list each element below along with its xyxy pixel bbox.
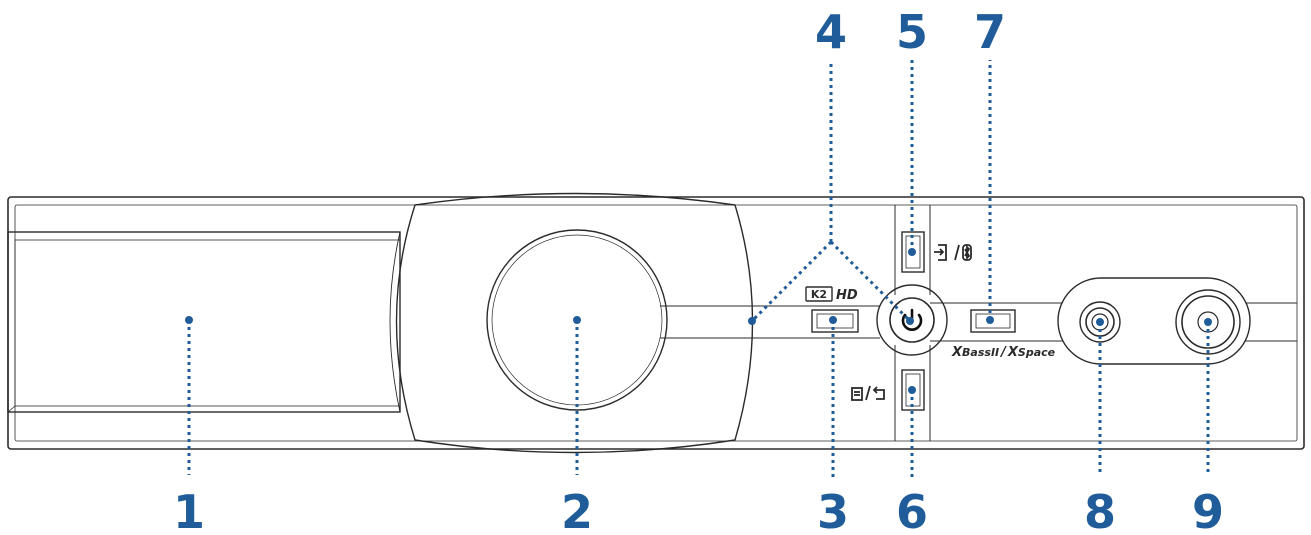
callout-1: 1	[173, 485, 205, 535]
xbass-slash: /	[999, 345, 1007, 360]
dot-5	[908, 248, 916, 256]
xspace-text: Space	[1018, 346, 1056, 359]
xspace-x: X	[1007, 345, 1019, 360]
display-window	[7, 231, 401, 413]
dot-4-left	[748, 317, 756, 325]
menu-back-icon	[851, 385, 885, 401]
xbass-text: Bass	[962, 346, 991, 359]
callout-8: 8	[1084, 485, 1116, 535]
dot-6	[908, 386, 916, 394]
svg-text:XBassII/XSpace: XBassII/XSpace	[951, 345, 1056, 360]
leader-4-left	[750, 240, 833, 323]
callout-2: 2	[561, 485, 593, 535]
input-bluetooth-icon	[934, 244, 972, 261]
jack-housing	[1057, 277, 1251, 365]
callout-numbers: 4 5 7 1 2 3 6 8 9	[173, 5, 1224, 535]
control-cross	[876, 205, 948, 441]
hd-text: HD	[836, 288, 858, 303]
knob-housing	[389, 192, 754, 454]
callout-6: 6	[896, 485, 928, 535]
xbass-suffix: II	[991, 346, 999, 359]
dot-7	[986, 316, 994, 324]
leader-4-right	[829, 240, 912, 323]
callout-3: 3	[817, 485, 849, 535]
dot-3	[829, 316, 837, 324]
dot-9	[1204, 318, 1212, 326]
callout-4: 4	[815, 5, 847, 59]
xbass-xspace-label: XBassII/XSpace	[951, 345, 1056, 360]
callout-5: 5	[896, 5, 928, 59]
callout-9: 9	[1192, 485, 1224, 535]
leader-dots	[185, 248, 1212, 394]
dot-4-right	[906, 317, 914, 325]
dot-8	[1096, 318, 1104, 326]
leader-lines	[187, 60, 1210, 480]
callout-7: 7	[974, 5, 1006, 59]
dot-1	[185, 316, 193, 324]
large-headphone-jack[interactable]	[1175, 289, 1241, 355]
k2-text: K2	[811, 288, 827, 301]
k2hd-logo: K2 HD	[805, 286, 858, 303]
dot-2	[573, 316, 581, 324]
xbass-x: X	[951, 345, 963, 360]
